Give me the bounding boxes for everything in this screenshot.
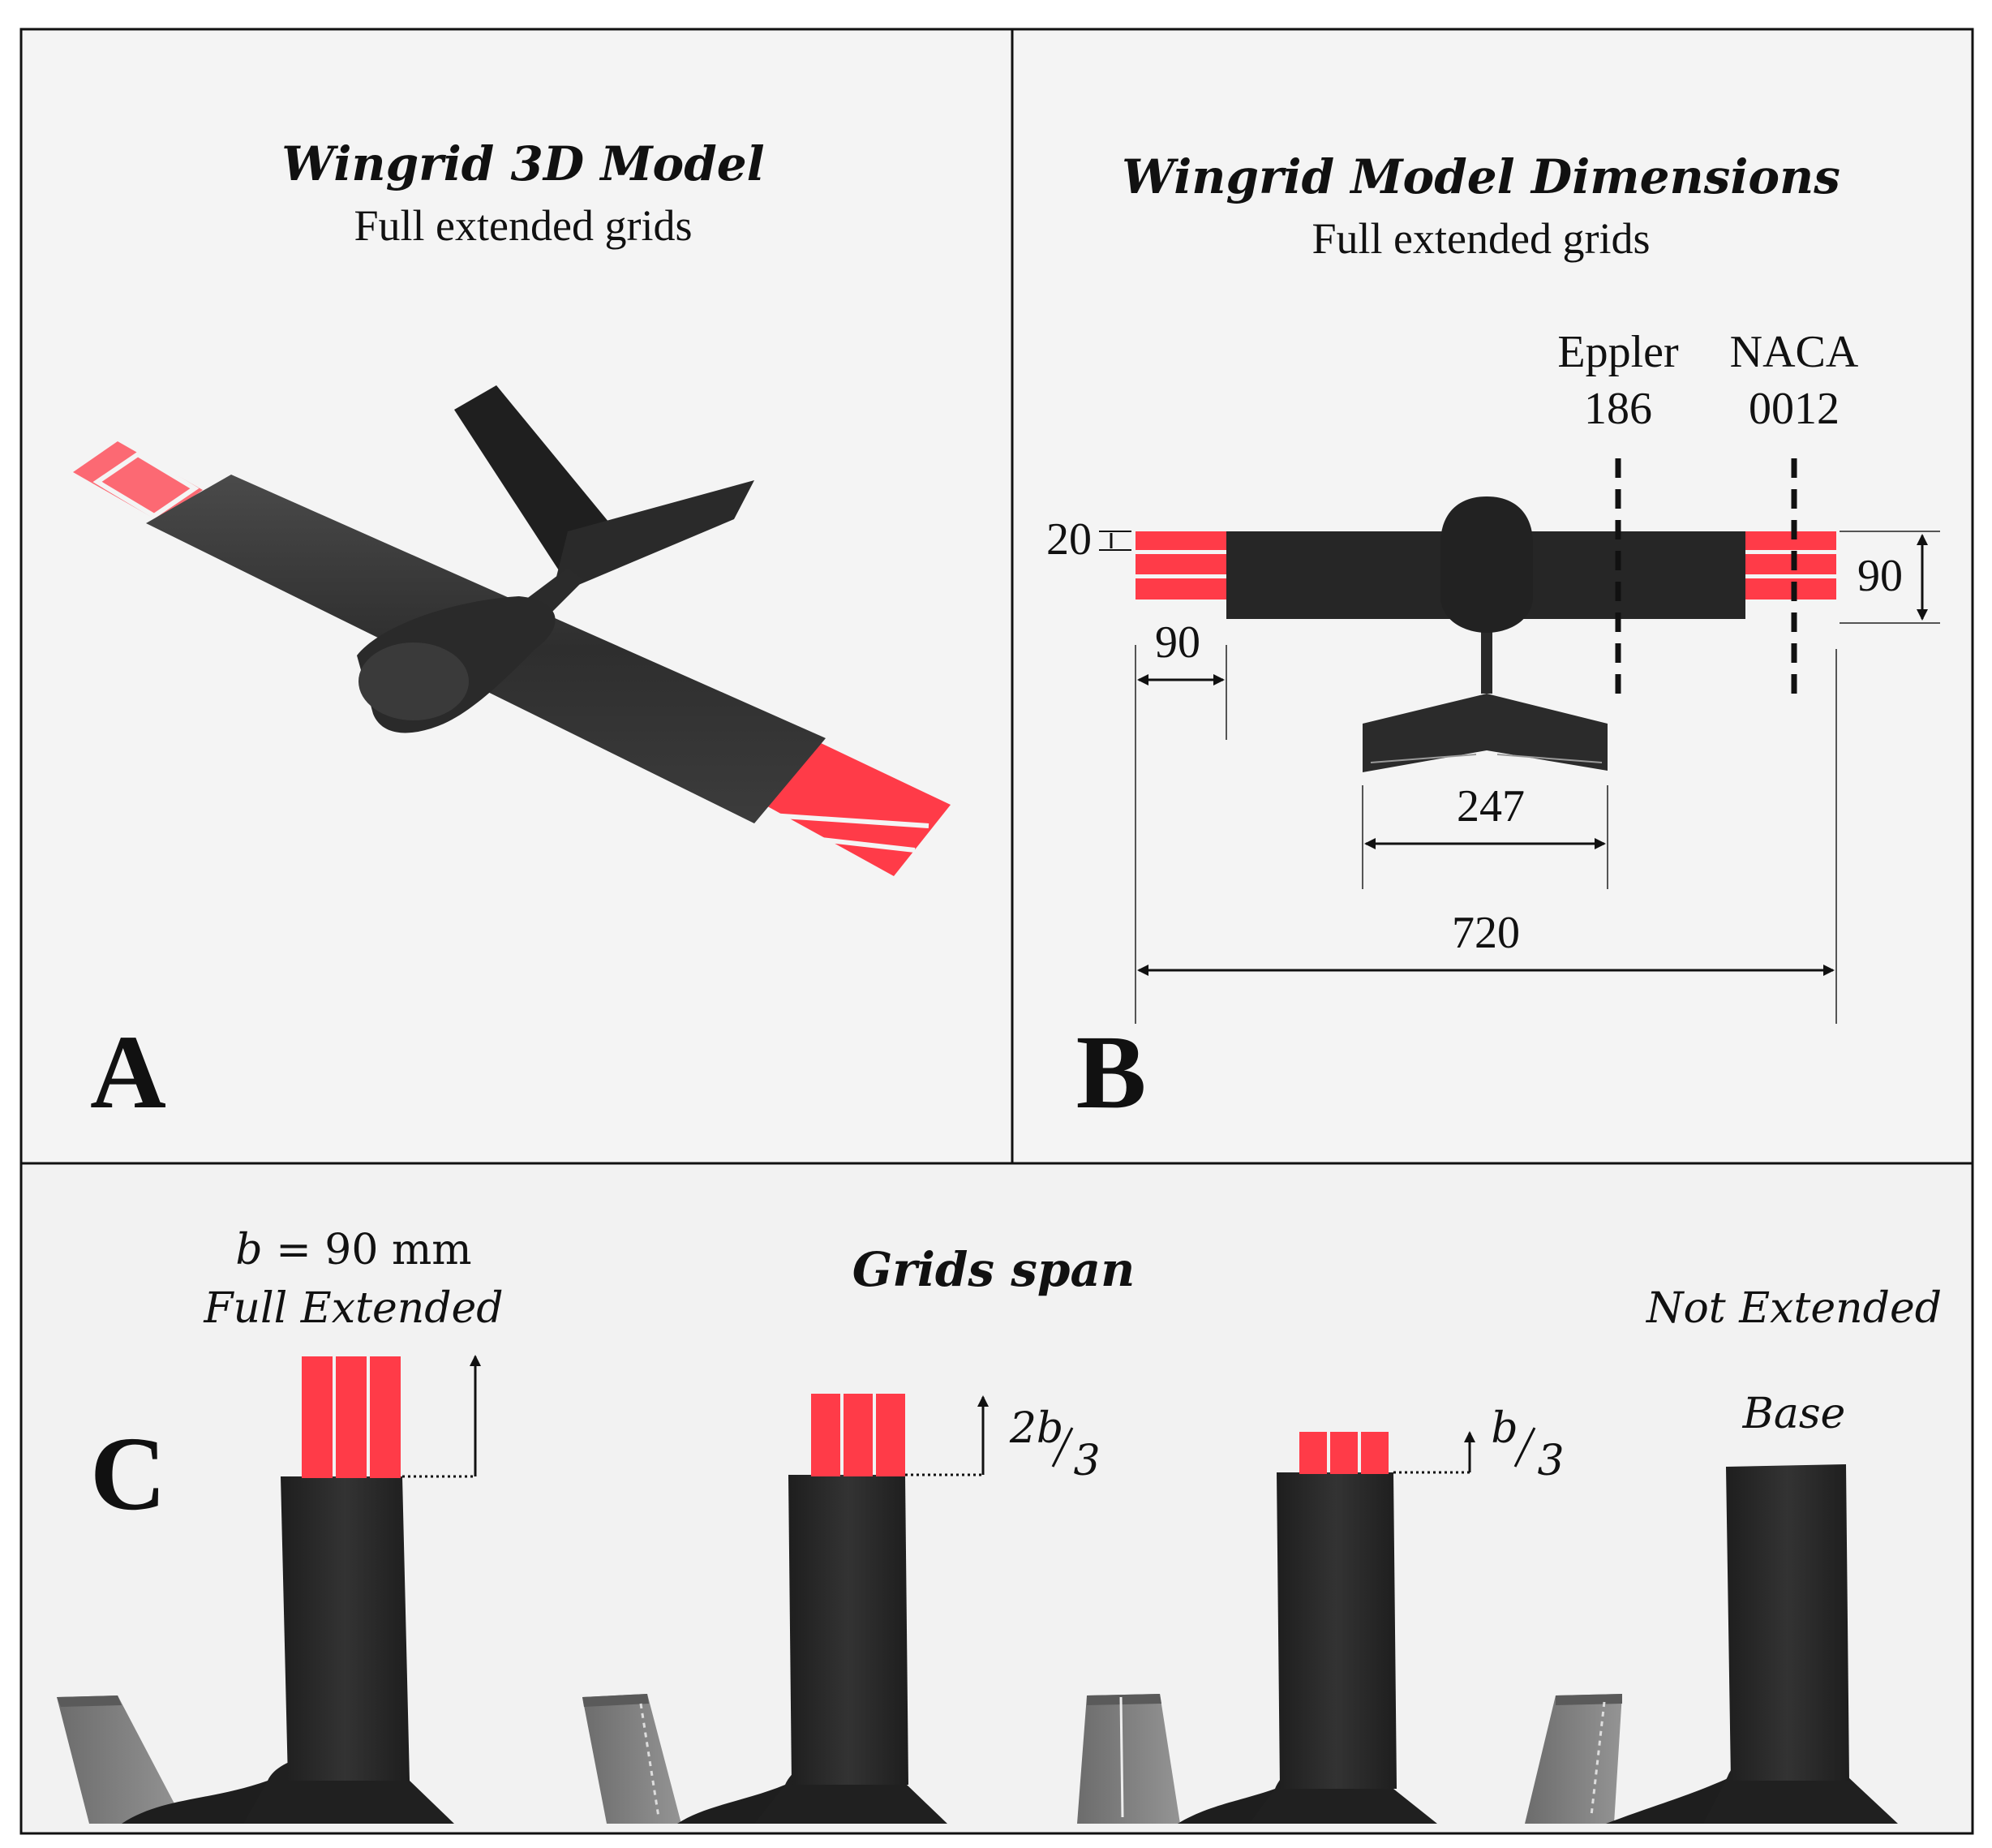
panel-b: Wingrid Model Dimensions Full extended g… [1046, 149, 1940, 1131]
two-thirds-numerator: 2b [1009, 1404, 1063, 1453]
aircraft-3d-left-grids [73, 441, 203, 521]
panel-a-frame [19, 28, 1014, 1165]
dim-chord: 90 [1840, 531, 1940, 624]
aircraft-3d-right-grids [754, 742, 951, 876]
panel-c-title: Grids span [852, 1242, 1135, 1297]
config-two-thirds-tail [582, 1694, 681, 1824]
dim-wingspan: 720 [1137, 649, 1837, 1024]
not-extended-label: Not Extended [1645, 1284, 1942, 1333]
config-two-thirds: 2b 3 [582, 1394, 1101, 1824]
panel-a-letter: A [90, 1014, 166, 1131]
topview-boom [1481, 621, 1492, 694]
dim-grid-length: 90 [1135, 617, 1227, 1024]
svg-text:90: 90 [1155, 617, 1200, 668]
topview-horizontal-tail [1363, 694, 1608, 772]
config-full-wing [281, 1476, 410, 1781]
config-one-third-tail [1077, 1694, 1180, 1824]
aircraft-3d-canopy [358, 643, 469, 720]
one-third-numerator: b [1491, 1404, 1518, 1453]
full-extended-equation: b = 90 mm [235, 1226, 471, 1274]
panel-c-letter: C [90, 1416, 166, 1532]
topview-right-grids [1745, 531, 1836, 600]
config-one-third-wing [1277, 1472, 1397, 1789]
panel-a-title: Wingrid 3D Model [281, 136, 764, 191]
dim-grid-spacing: 20 [1046, 514, 1131, 565]
one-third-denominator: 3 [1537, 1437, 1564, 1485]
svg-text:90: 90 [1857, 551, 1903, 601]
airfoil-2-number: 0012 [1749, 384, 1840, 434]
svg-text:247: 247 [1457, 781, 1525, 832]
two-thirds-denominator: 3 [1073, 1437, 1100, 1485]
svg-text:720: 720 [1452, 908, 1520, 958]
aircraft-3d-horizontal-tail [552, 480, 754, 596]
config-full-tail [57, 1695, 185, 1824]
config-full-extended [57, 1355, 481, 1824]
airfoil-1-number: 186 [1584, 384, 1652, 434]
panel-c: Grids span b = 90 mm Full Extended Not E… [57, 1226, 1942, 1824]
svg-text:20: 20 [1046, 514, 1092, 565]
config-base-tail [1525, 1694, 1622, 1824]
config-full-grids [302, 1356, 401, 1478]
base-label: Base [1742, 1390, 1846, 1438]
topview-left-grids [1136, 531, 1226, 600]
config-one-third: b 3 [1077, 1404, 1565, 1824]
config-base [1525, 1464, 1898, 1824]
full-extended-label: Full Extended [203, 1284, 503, 1333]
config-two-thirds-wing [788, 1475, 908, 1785]
panel-a: Wingrid 3D Model Full extended grids A [73, 136, 951, 1131]
dim-tail-span: 247 [1362, 781, 1608, 889]
topview-fuselage [1440, 496, 1533, 633]
config-one-third-grids [1299, 1432, 1389, 1474]
panel-b-letter: B [1076, 1014, 1147, 1131]
config-base-wing [1726, 1464, 1849, 1781]
panel-a-subtitle: Full extended grids [354, 201, 693, 250]
airfoil-2-name: NACA [1730, 327, 1859, 377]
panel-b-title: Wingrid Model Dimensions [1122, 149, 1840, 204]
config-two-thirds-grids [811, 1394, 905, 1476]
panel-b-subtitle: Full extended grids [1312, 214, 1651, 263]
airfoil-1-name: Eppler [1557, 327, 1679, 377]
